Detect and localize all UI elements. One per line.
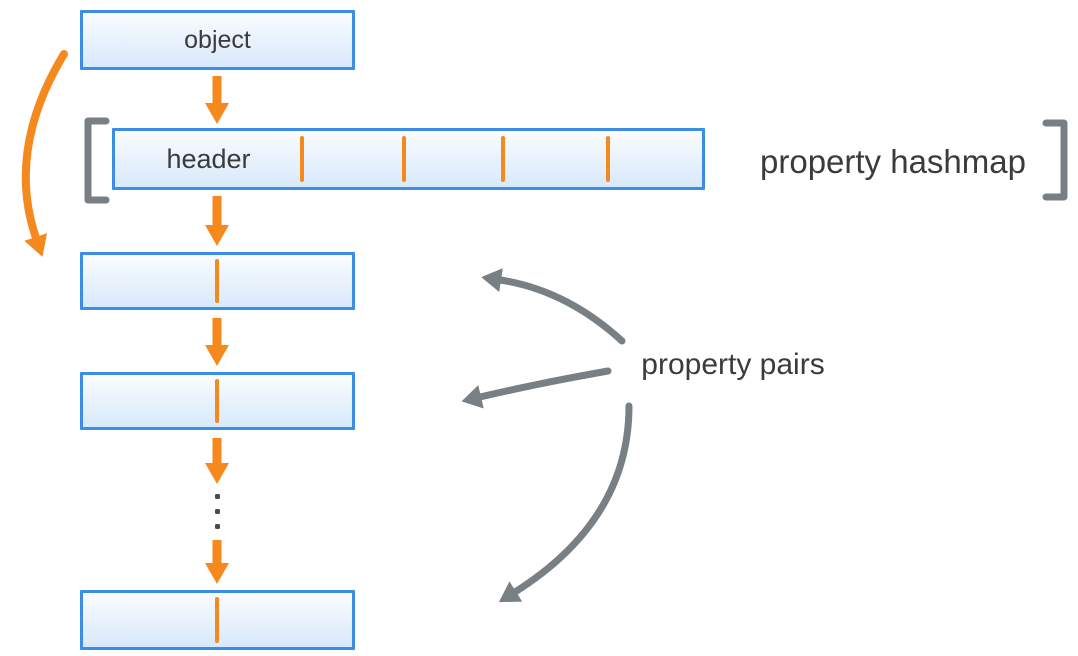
left-bracket-icon bbox=[84, 117, 110, 204]
annotation-arrow-to-pair2 bbox=[461, 367, 612, 409]
property-pair-box-3 bbox=[80, 590, 355, 650]
slot-divider bbox=[215, 259, 219, 303]
annotation-arrow-to-pair1 bbox=[481, 268, 626, 345]
hashmap-caption: property hashmap bbox=[760, 143, 1026, 180]
vertical-ellipsis-icon bbox=[215, 494, 220, 539]
arrow-object-to-pairs-curved bbox=[21, 50, 68, 257]
slot-divider bbox=[215, 379, 219, 423]
slot-divider bbox=[215, 597, 219, 643]
property-pair-box-1 bbox=[80, 252, 355, 310]
annotation-arrow-to-pair3 bbox=[498, 402, 633, 603]
object-box: object bbox=[80, 10, 355, 70]
object-box-label: object bbox=[184, 25, 251, 54]
slot-divider bbox=[402, 136, 406, 182]
property-pair-box-2 bbox=[80, 372, 355, 430]
slot-divider bbox=[606, 136, 610, 182]
property-pairs-caption: property pairs bbox=[641, 348, 825, 381]
slot-divider bbox=[300, 136, 304, 182]
hashmap-header-label: header bbox=[166, 143, 251, 174]
hashmap-box: header bbox=[112, 128, 705, 190]
slot-divider bbox=[501, 136, 505, 182]
